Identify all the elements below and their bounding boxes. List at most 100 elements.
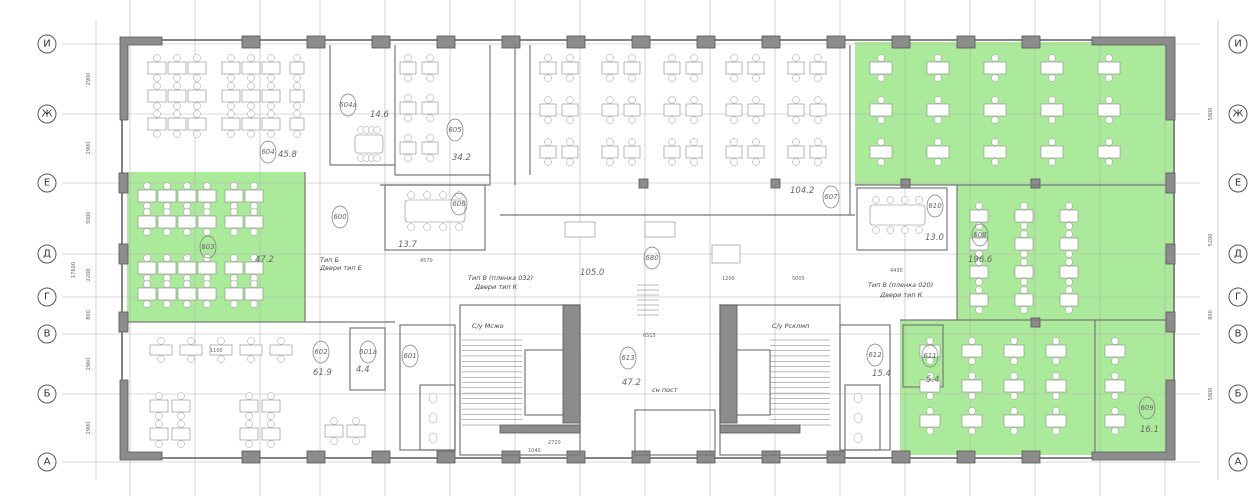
desk — [137, 208, 157, 236]
toilet — [428, 392, 438, 404]
desk — [187, 54, 207, 82]
desk — [1104, 407, 1126, 435]
room-number: 601a — [359, 348, 377, 356]
desk — [919, 372, 941, 400]
room-area: 5.4 — [926, 375, 940, 385]
room-number: 607 — [824, 193, 838, 201]
dim-1040: 1040 — [528, 448, 541, 454]
dimension-labels: 2900290030002200800296029001760058005200… — [71, 73, 1214, 435]
desk — [167, 82, 187, 110]
room-area: 4.4 — [356, 365, 370, 375]
desk — [289, 54, 305, 82]
annotations: Тип Б Двери тип Е Тип В (пленка 032) Две… — [210, 256, 933, 454]
room-area: 15.4 — [872, 369, 891, 379]
desk — [663, 54, 681, 82]
desk — [289, 82, 305, 110]
desk — [787, 96, 805, 124]
desk — [149, 337, 173, 363]
desk — [224, 280, 244, 308]
desk — [623, 96, 641, 124]
desk — [399, 54, 417, 82]
desk — [197, 182, 217, 210]
svg-text:Б: Б — [44, 389, 51, 400]
desk — [137, 280, 157, 308]
toilet — [428, 412, 438, 424]
column-top-9 — [826, 35, 846, 49]
desk — [1014, 230, 1034, 258]
room-area: 16.1 — [1140, 425, 1159, 435]
desk — [221, 110, 241, 138]
desk — [919, 337, 941, 365]
desk — [224, 254, 244, 282]
wall-corner-se — [1091, 379, 1176, 461]
room-area: 61.9 — [313, 368, 332, 378]
column-inner-2 — [900, 178, 911, 189]
column-top-0 — [241, 35, 261, 49]
desk — [685, 96, 703, 124]
desk — [869, 138, 893, 166]
note-door-left-2: Двери тип Е — [319, 264, 363, 272]
note-door-mid-2: Двери тип К — [474, 283, 518, 291]
desk — [869, 96, 893, 124]
desk — [1059, 230, 1079, 258]
column-top-8 — [761, 35, 781, 49]
columns — [118, 35, 1176, 464]
svg-text:Ж: Ж — [42, 109, 53, 120]
desk — [187, 110, 207, 138]
room-area: 104.2 — [790, 186, 814, 196]
desk — [261, 82, 281, 110]
column-bottom-12 — [1021, 450, 1041, 464]
axis-marker-right-4: Г — [1228, 287, 1248, 307]
desk — [241, 110, 261, 138]
desk — [1059, 286, 1079, 314]
svg-text:Д: Д — [43, 249, 51, 260]
column-bottom-7 — [696, 450, 716, 464]
column-top-12 — [1021, 35, 1041, 49]
column-right-1 — [1165, 243, 1176, 265]
room-number: 604a — [339, 101, 357, 109]
room-area: 47.2 — [622, 378, 641, 388]
sofa — [644, 221, 676, 238]
svg-text:Е: Е — [44, 178, 50, 189]
axis-marker-left-3: Д — [37, 244, 57, 264]
desk — [421, 54, 439, 82]
dim-left-5: 2960 — [86, 358, 92, 371]
desk — [177, 280, 197, 308]
desk — [346, 417, 366, 445]
dim-1200-a: 1200 — [722, 276, 735, 282]
desk — [149, 392, 169, 420]
desk — [787, 138, 805, 166]
desk — [961, 407, 983, 435]
room-number: 605 — [448, 126, 462, 134]
column-right-0 — [1165, 172, 1176, 194]
desk — [663, 96, 681, 124]
axis-marker-left-6: Б — [37, 384, 57, 404]
desk — [137, 254, 157, 282]
desk — [1097, 138, 1121, 166]
room-area: 14.6 — [370, 110, 390, 120]
column-bottom-3 — [436, 450, 456, 464]
desk — [725, 96, 743, 124]
svg-text:А: А — [44, 457, 51, 468]
column-left-1 — [118, 243, 129, 265]
desk — [1045, 407, 1067, 435]
toilet — [853, 392, 863, 404]
column-top-11 — [956, 35, 976, 49]
desk — [983, 96, 1007, 124]
room-number: 603 — [201, 243, 214, 251]
dim-right-1: 5200 — [1208, 234, 1214, 247]
desk — [1059, 202, 1079, 230]
kiosk — [711, 244, 741, 264]
dim-right-3: 5800 — [1208, 388, 1214, 401]
desk — [1040, 54, 1064, 82]
axis-marker-left-1: Ж — [37, 104, 57, 124]
column-top-10 — [891, 35, 911, 49]
